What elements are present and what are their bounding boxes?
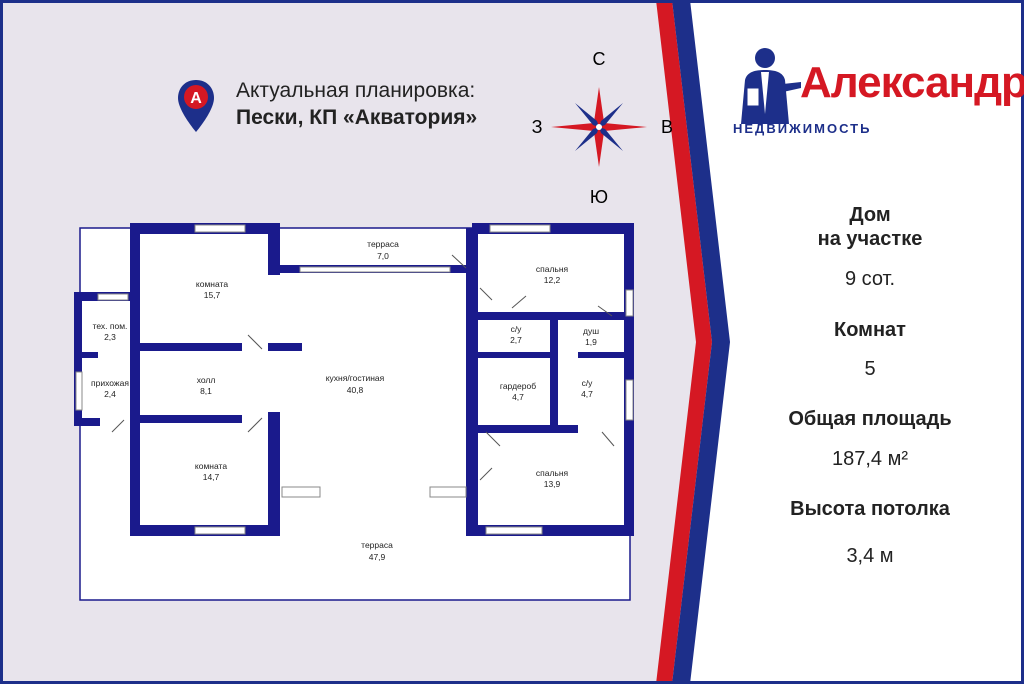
hall-name: холл <box>197 375 216 385</box>
plot-size: 9 сот. <box>844 268 896 290</box>
terrace-top-name: терраса <box>367 239 399 249</box>
tech-room-area: 2,3 <box>104 332 116 342</box>
total-area: 187,4 м² <box>831 448 908 470</box>
bedroom1-name: спальня <box>536 264 569 274</box>
header-title: Актуальная планировка: <box>236 79 476 102</box>
compass-north: С <box>593 49 606 69</box>
room2-name: комната <box>195 461 227 471</box>
windows <box>75 224 634 535</box>
kitchen-area: 40,8 <box>347 385 364 395</box>
brand-subtitle: НЕДВИЖИМОСТЬ <box>733 121 872 136</box>
terrace-bottom-name: терраса <box>361 540 393 550</box>
property-type-line2: на участке <box>817 228 923 250</box>
plan-outline <box>79 227 631 601</box>
terrace-bottom-area: 47,9 <box>369 552 386 562</box>
wardrobe-name: гардероб <box>500 381 536 391</box>
compass-south: Ю <box>590 187 608 207</box>
ceiling-height-title: Высота потолка <box>790 498 950 520</box>
bedroom1-area: 12,2 <box>544 275 561 285</box>
property-type-line1: Дом <box>849 204 891 226</box>
header-location: Пески, КП «Акватория» <box>236 106 478 129</box>
pin-letter: А <box>190 90 202 107</box>
area-title: Общая площадь <box>788 408 952 430</box>
bedroom2-name: спальня <box>536 468 569 478</box>
door-swings <box>111 254 615 481</box>
shower-name: душ <box>583 326 599 336</box>
compass-west: З <box>532 117 543 137</box>
room1-name: комната <box>196 279 228 289</box>
entry-name: прихожая <box>91 378 129 388</box>
wc2-area: 4,7 <box>581 389 593 399</box>
compass-rose-icon: С Ю З В <box>532 49 673 207</box>
room1-area: 15,7 <box>204 290 221 300</box>
wc1-name: с/у <box>511 324 523 334</box>
compass-east: В <box>661 117 673 137</box>
room2-area: 14,7 <box>203 472 220 482</box>
brand-name: Александр <box>800 58 1024 107</box>
wc2-name: с/у <box>582 378 594 388</box>
shower-area: 1,9 <box>585 337 597 347</box>
terrace-top-area: 7,0 <box>377 251 389 261</box>
hall-area: 8,1 <box>200 386 212 396</box>
rooms-count: 5 <box>864 358 876 380</box>
rooms-title: Комнат <box>834 319 906 341</box>
wc1-area: 2,7 <box>510 335 522 345</box>
ceiling-height: 3,4 м <box>846 545 894 567</box>
kitchen-name: кухня/гостиная <box>326 373 385 383</box>
property-type-title: Дом на участке <box>760 203 980 251</box>
wardrobe-area: 4,7 <box>512 392 524 402</box>
bedroom2-area: 13,9 <box>544 479 561 489</box>
agent-figure-logo <box>741 48 801 124</box>
tech-room-name: тех. пом. <box>93 321 128 331</box>
location-pin-icon: А <box>178 80 214 132</box>
entry-area: 2,4 <box>104 389 116 399</box>
